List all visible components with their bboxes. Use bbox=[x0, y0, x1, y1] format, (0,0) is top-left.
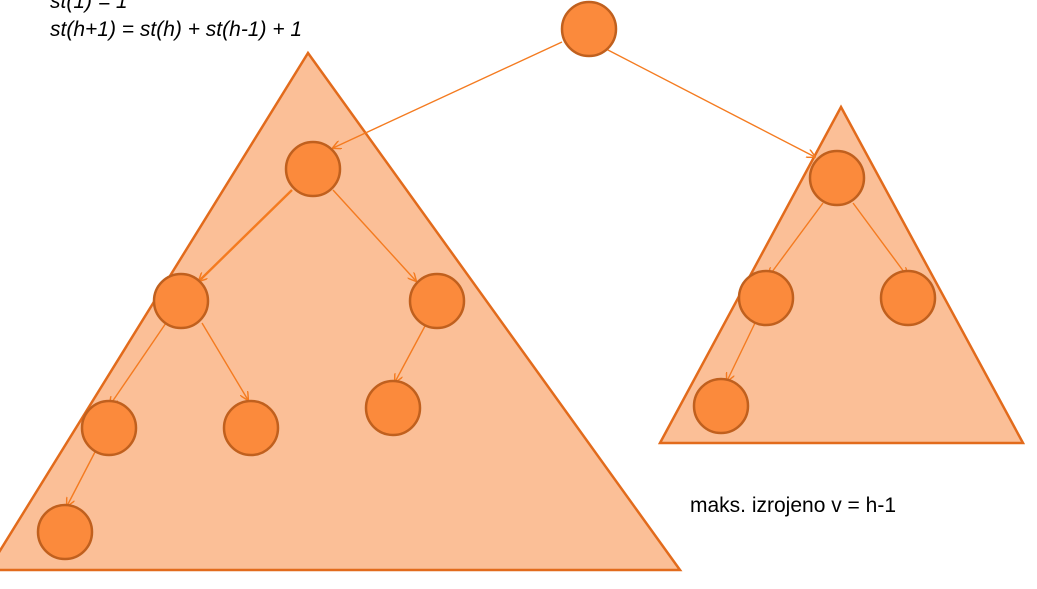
recurrence-step-formula: st(h+1) = st(h) + st(h-1) + 1 bbox=[50, 18, 303, 41]
tree-node bbox=[36, 503, 94, 561]
tree-node bbox=[222, 399, 280, 457]
max-degenerate-height-caption: maks. izrojeno v = h-1 bbox=[690, 494, 897, 517]
edge-l2a-l3b bbox=[201, 322, 248, 400]
root-node bbox=[560, 0, 618, 58]
edge-l3a-l4 bbox=[67, 451, 96, 506]
edge-root-right bbox=[605, 48, 815, 157]
edge-r1-r2a bbox=[769, 202, 824, 276]
tree-node bbox=[152, 272, 210, 330]
tree-node bbox=[364, 379, 422, 437]
tree-node bbox=[808, 149, 866, 207]
edge-l1-l2a bbox=[199, 189, 293, 281]
edge-l2a-l3a bbox=[110, 322, 167, 405]
edge-r2a-r3 bbox=[727, 322, 756, 381]
edge-l2b-l3c bbox=[395, 325, 426, 382]
edge-l1-l2b bbox=[332, 189, 416, 281]
tree-node bbox=[737, 269, 795, 327]
tree-node bbox=[692, 377, 750, 435]
tree-edges bbox=[67, 41, 907, 506]
tree-nodes bbox=[36, 0, 937, 561]
edge-root-left bbox=[333, 41, 563, 148]
tree-node bbox=[408, 272, 466, 330]
tree-node bbox=[284, 140, 342, 198]
recurrence-base-formula: st(1) = 1 bbox=[50, 0, 128, 13]
edge-r1-r2b bbox=[852, 202, 907, 276]
left-subtree-triangle bbox=[0, 50, 683, 572]
tree-node bbox=[80, 399, 138, 457]
tree-node bbox=[879, 269, 937, 327]
